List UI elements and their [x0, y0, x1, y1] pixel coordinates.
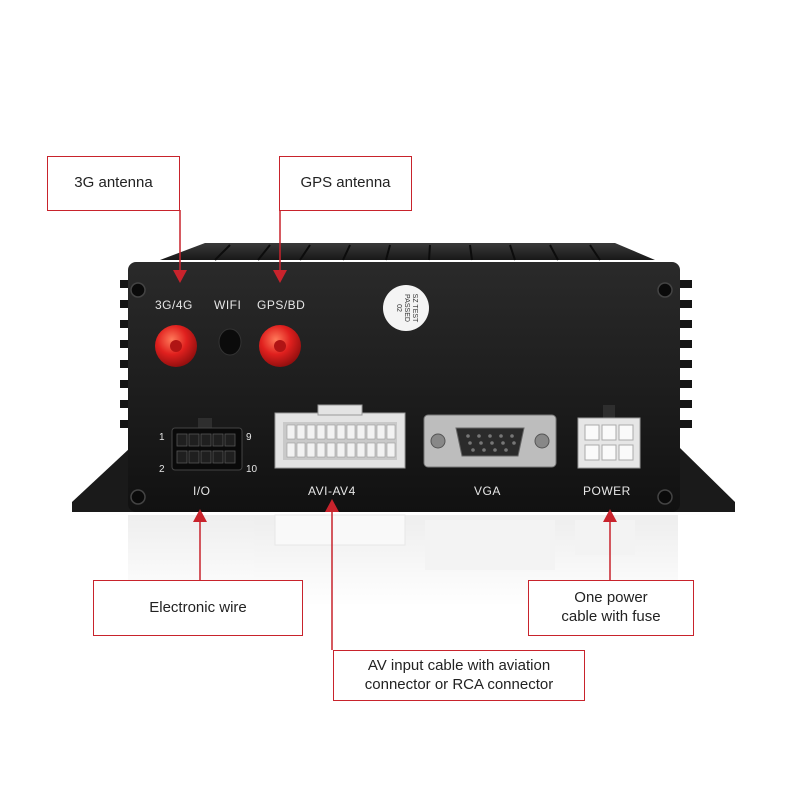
callout-electronic-wire-text: Electronic wire [149, 598, 247, 616]
test-passed-sticker: SZ TEST PASSED 02 [383, 285, 429, 331]
vga-connector [423, 414, 557, 468]
callout-3g-antenna: 3G antenna [47, 156, 180, 211]
side-fins-left [120, 280, 134, 428]
arrow-icon [173, 270, 617, 522]
io-pin-label: 2 [159, 464, 165, 475]
label-vga: VGA [474, 484, 501, 498]
callout-power-cable: One power cable with fuse [528, 580, 694, 636]
callout-av-input: AV input cable with aviation connector o… [333, 650, 585, 701]
label-power: POWER [583, 484, 631, 498]
leader-lines [179, 210, 611, 650]
label-avi-av4: AVI-AV4 [308, 484, 356, 498]
callout-3g-antenna-text: 3G antenna [74, 174, 153, 192]
label-3g4g: 3G/4G [155, 298, 193, 312]
io-pin-label: 1 [159, 432, 165, 443]
heat-sink [160, 243, 655, 261]
callout-av-input-text: AV input cable with aviation connector o… [364, 656, 554, 693]
screw-icon [130, 282, 673, 505]
wifi-led [218, 328, 242, 356]
io-pin-label: 10 [246, 464, 258, 475]
av-connector [274, 404, 406, 469]
label-io: I/O [193, 484, 211, 498]
label-wifi: WIFI [214, 298, 242, 312]
callout-electronic-wire: Electronic wire [93, 580, 303, 636]
callout-gps-antenna: GPS antenna [279, 156, 412, 211]
sticker-text: SZ TEST PASSED 02 [395, 293, 418, 323]
power-connector [577, 405, 641, 469]
io-connector [171, 418, 243, 471]
sma-antenna-connector-gps [259, 325, 301, 367]
label-gps-bd: GPS/BD [257, 298, 306, 312]
callout-gps-antenna-text: GPS antenna [300, 174, 391, 192]
side-fins-right [678, 280, 692, 428]
io-pin-label: 9 [246, 432, 252, 443]
callout-power-cable-text: One power cable with fuse [561, 589, 661, 625]
sma-antenna-connector-3g [155, 325, 197, 367]
